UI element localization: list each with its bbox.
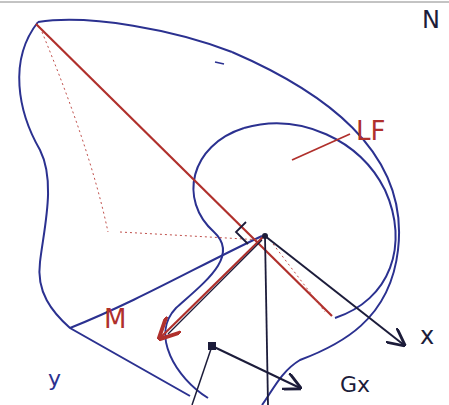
right-angle-mark [236,222,248,244]
axis-label: M [104,306,126,332]
condyle-outline [232,52,399,405]
tick [215,62,224,64]
dotted-line [42,32,108,232]
s-curve [165,128,244,398]
outline-left [19,22,190,396]
long-axis [36,24,332,316]
vertical-line [265,236,268,405]
x-axis [265,236,404,345]
m-axis [160,236,264,338]
m-axis-black [168,240,262,334]
page-edge [0,2,449,3]
origin-dot [262,233,268,239]
leader-line [292,134,350,160]
axis-label: x [420,324,434,348]
axis-label: N [422,8,440,32]
outline-lower [70,236,262,328]
axis-label: Gx [340,374,370,396]
axis-label: y [48,368,61,390]
gx-arrow [212,346,300,388]
outline-top [38,20,232,52]
axis-label: LF [356,118,385,144]
stem-line [192,346,212,405]
